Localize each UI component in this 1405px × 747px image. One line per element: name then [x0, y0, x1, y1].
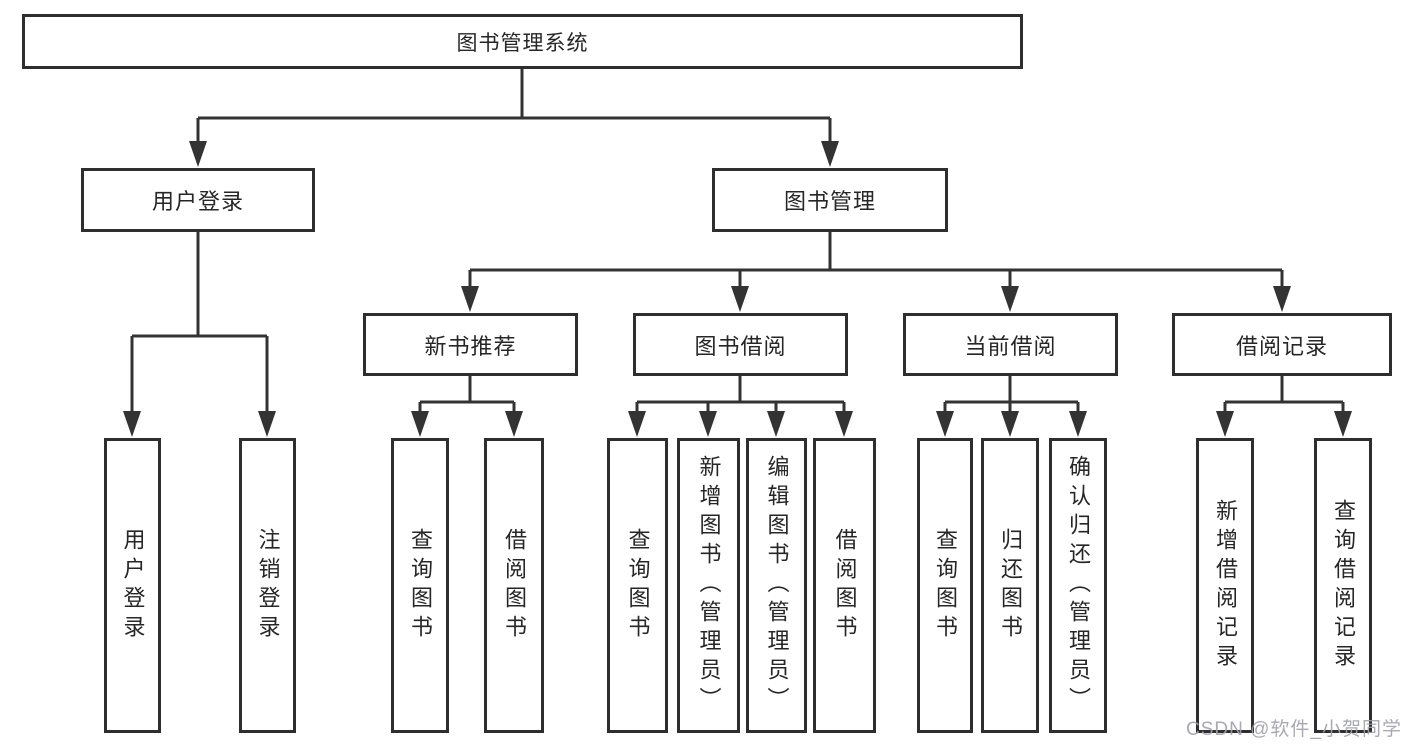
node-new-book-recommend: 新书推荐: [363, 313, 578, 376]
node-root: 图书管理系统: [22, 14, 1023, 69]
leaf-logout: 注销登录: [239, 438, 296, 733]
leaf-borrow-books-recommend: 借阅图书: [484, 438, 544, 733]
leaf-query-books-borrow: 查询图书: [607, 438, 668, 733]
leaf-query-books-current: 查询图书: [917, 438, 973, 733]
arrowheads: [123, 141, 1352, 437]
leaf-add-book-admin: 新增图书（管理员）: [677, 438, 740, 733]
node-current-borrow: 当前借阅: [903, 313, 1118, 376]
node-user-login: 用户登录: [81, 168, 315, 232]
leaf-confirm-return-admin: 确认归还（管理员）: [1049, 438, 1107, 733]
leaf-edit-book-admin: 编辑图书（管理员）: [746, 438, 807, 733]
node-book-management: 图书管理: [712, 168, 948, 232]
leaf-user-login: 用户登录: [104, 438, 161, 733]
leaf-return-book: 归还图书: [981, 438, 1039, 733]
watermark-text: CSDN @软件_小贺同学: [1186, 719, 1402, 740]
leaf-query-books-recommend: 查询图书: [391, 438, 449, 733]
node-book-borrow: 图书借阅: [633, 313, 848, 376]
leaf-query-borrow-record: 查询借阅记录: [1314, 438, 1372, 733]
leaf-add-borrow-record: 新增借阅记录: [1196, 438, 1254, 733]
node-borrow-records: 借阅记录: [1172, 313, 1392, 376]
leaf-borrow-books: 借阅图书: [813, 438, 876, 733]
